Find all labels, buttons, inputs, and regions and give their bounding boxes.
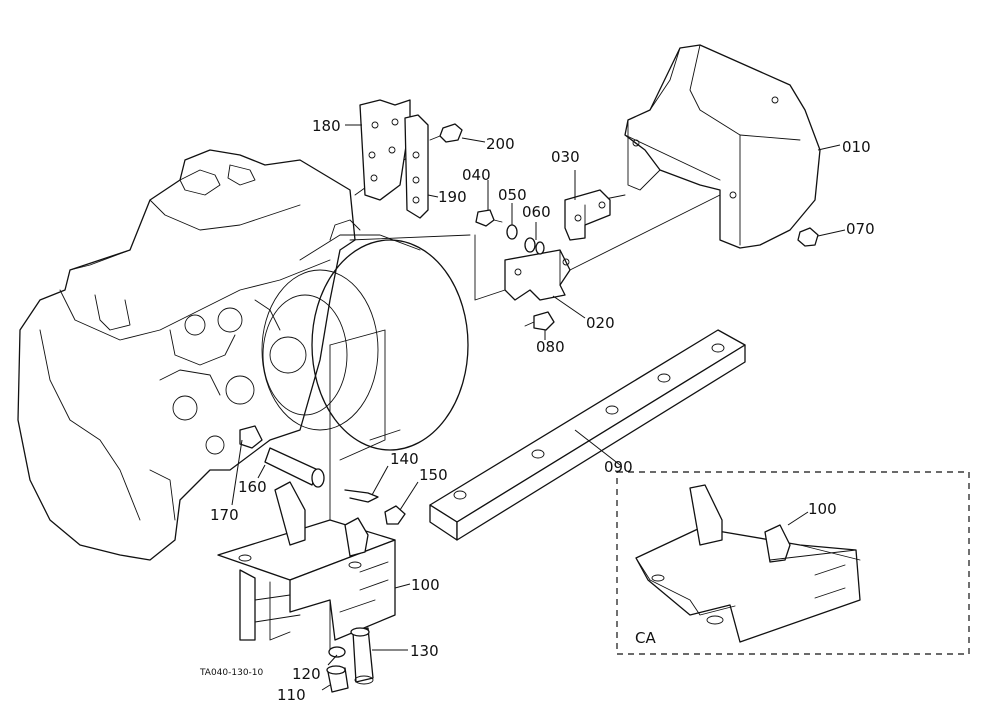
label-080: 080: [536, 338, 565, 356]
label-170: 170: [210, 506, 239, 524]
part-010-cover[interactable]: [624, 44, 821, 249]
label-030: 030: [551, 148, 580, 166]
drawing-code: TA040-130-10: [199, 668, 264, 678]
part-130-pin[interactable]: [350, 627, 374, 685]
label-150: 150: [419, 466, 448, 484]
part-070-nut[interactable]: [797, 227, 819, 247]
part-150-bolt[interactable]: [384, 505, 406, 525]
label-120: 120: [292, 665, 321, 683]
label-010: 010: [842, 138, 871, 156]
part-140-clip[interactable]: [344, 489, 379, 503]
part-090-drawbar[interactable]: [429, 329, 746, 541]
label-190: 190: [438, 188, 467, 206]
label-090: 090: [604, 458, 633, 476]
part-160-pin[interactable]: [264, 447, 325, 488]
label-060: 060: [522, 203, 551, 221]
label-110: 110: [277, 686, 306, 704]
part-120-washer[interactable]: [328, 646, 346, 658]
part-190-plate[interactable]: [404, 114, 429, 219]
part-050-washer[interactable]: [506, 224, 518, 240]
part-080-bolt[interactable]: [524, 311, 555, 331]
label-020: 020: [586, 314, 615, 332]
label-200: 200: [486, 135, 515, 153]
part-020-bracket[interactable]: [504, 249, 571, 301]
label-050: 050: [498, 186, 527, 204]
part-100-hitch-bracket[interactable]: [217, 481, 396, 641]
part-030-bracket[interactable]: [564, 189, 611, 241]
part-number-labels: 180 200 190 040 050 060 030 010 070 020 …: [199, 117, 875, 704]
part-110-bolt[interactable]: [326, 665, 349, 693]
inset-ca: [616, 471, 970, 655]
label-100-inset: 100: [808, 500, 837, 518]
part-200-bolt[interactable]: [429, 123, 463, 143]
engine-assembly: [17, 149, 469, 561]
part-180-plate[interactable]: [359, 99, 411, 201]
part-170-bolt[interactable]: [239, 425, 263, 449]
leader-lines: [231, 124, 846, 691]
label-180: 180: [312, 117, 341, 135]
label-070: 070: [846, 220, 875, 238]
label-100: 100: [411, 576, 440, 594]
label-130: 130: [410, 642, 439, 660]
part-040-bolt[interactable]: [475, 209, 503, 227]
part-060-washer[interactable]: [524, 237, 545, 255]
inset-label: CA: [635, 629, 656, 647]
label-140: 140: [390, 450, 419, 468]
label-160: 160: [238, 478, 267, 496]
label-040: 040: [462, 166, 491, 184]
